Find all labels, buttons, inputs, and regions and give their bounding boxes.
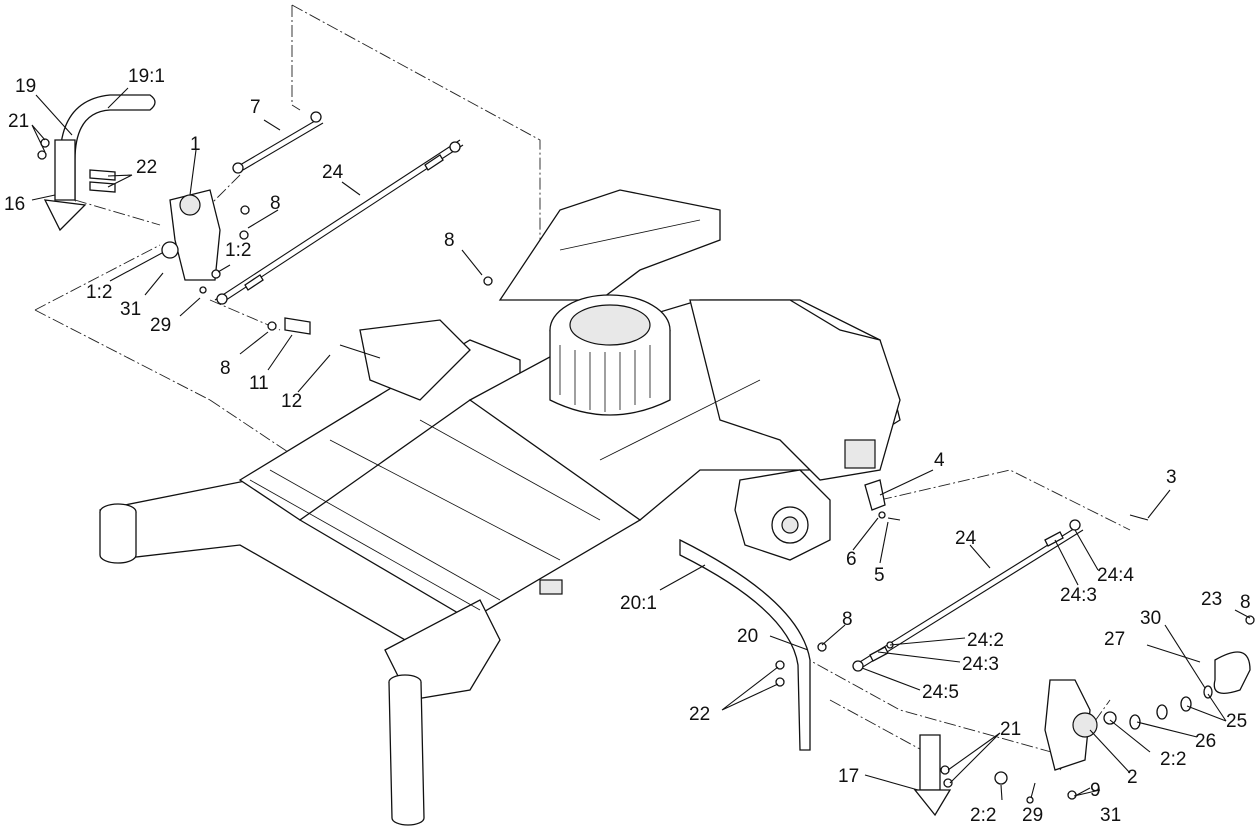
callout-8-b: 8 (444, 230, 455, 251)
callout-8-e: 8 (1240, 592, 1251, 613)
callout-1: 1 (190, 134, 201, 155)
callout-29-right: 29 (1022, 805, 1044, 826)
callout-8-c: 8 (220, 358, 231, 379)
callout-21-right: 21 (1000, 719, 1022, 740)
callout-20: 20 (737, 626, 759, 647)
callout-4: 4 (934, 450, 945, 471)
callout-23: 23 (1201, 589, 1223, 610)
callout-24-3-b: 24:3 (962, 654, 999, 675)
callout-3: 3 (1166, 467, 1177, 488)
hydro-pump (734, 469, 831, 561)
callout-22-right: 22 (689, 704, 711, 725)
callout-24-2: 24:2 (967, 630, 1004, 651)
callout-29-left: 29 (150, 315, 172, 336)
callout-8-d: 8 (842, 609, 853, 630)
callout-21-left: 21 (8, 111, 30, 132)
callout-30: 30 (1140, 608, 1162, 629)
callout-2-2-b: 2:2 (970, 805, 997, 826)
callout-17: 17 (838, 766, 860, 787)
callout-24-right: 24 (955, 528, 977, 549)
callout-1-2-a: 1:2 (225, 240, 252, 261)
callout-22-left: 22 (136, 157, 158, 178)
callout-19-1: 19:1 (128, 66, 165, 87)
callout-1-2-b: 1:2 (86, 282, 113, 303)
callout-24-5: 24:5 (922, 682, 959, 703)
callout-8-a: 8 (270, 193, 281, 214)
engine (549, 294, 671, 416)
callout-20-1: 20:1 (620, 593, 657, 614)
callout-19: 19 (15, 76, 37, 97)
callout-31-right: 31 (1100, 805, 1122, 826)
callout-7: 7 (250, 97, 261, 118)
callout-16: 16 (4, 194, 26, 215)
callout-24-4: 24:4 (1097, 565, 1134, 586)
callout-24-left: 24 (322, 162, 344, 183)
callout-25: 25 (1226, 711, 1248, 732)
callout-2: 2 (1127, 767, 1138, 788)
callout-9: 9 (1090, 780, 1101, 801)
callout-5: 5 (874, 565, 885, 586)
callout-2-2-a: 2:2 (1160, 749, 1187, 770)
callout-27: 27 (1104, 629, 1126, 650)
callout-31-left: 31 (120, 299, 142, 320)
callout-12: 12 (281, 391, 303, 412)
callout-11: 11 (249, 373, 269, 394)
leader-lines (31, 87, 1251, 801)
callout-26: 26 (1195, 731, 1217, 752)
right-control-assembly (679, 538, 1255, 817)
callout-24-3-a: 24:3 (1060, 585, 1097, 606)
left-rods (214, 111, 493, 359)
callout-6: 6 (846, 549, 857, 570)
